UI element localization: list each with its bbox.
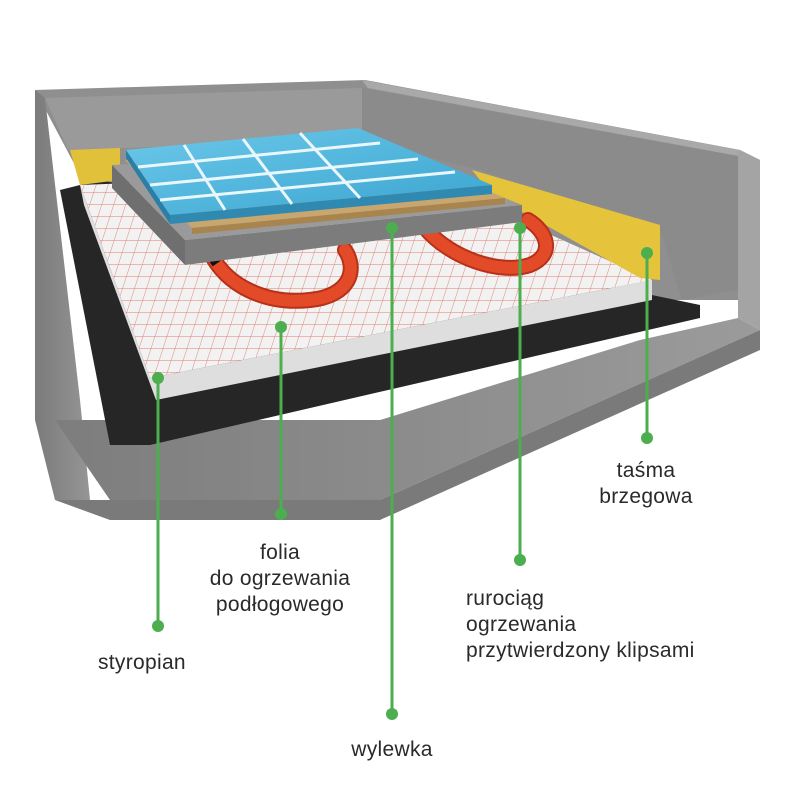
- edge-tape: [70, 148, 660, 280]
- leader-dot-folia-top: [275, 321, 287, 333]
- leader-lines: [152, 222, 653, 720]
- leader-dot-folia-bottom: [275, 508, 287, 520]
- label-wylewka: wylewka: [330, 737, 454, 763]
- leader-dot-tasma-top: [641, 247, 653, 259]
- label-tasma-brzegowa: taśma brzegowa: [580, 458, 712, 510]
- label-rurociag-line1: rurociąg: [466, 587, 545, 610]
- leader-dot-tasma-bottom: [641, 432, 653, 444]
- leader-dot-styropian-bottom: [152, 620, 164, 632]
- label-tasma-line2: brzegowa: [599, 485, 693, 508]
- label-folia: folia do ogrzewania podłogowego: [180, 540, 380, 618]
- label-styropian-line1: styropian: [98, 651, 186, 674]
- leader-dot-wylewka-bottom: [386, 708, 398, 720]
- ceramic-tiles: [126, 128, 492, 224]
- label-rurociag-line3: przytwierdzony klipsami: [466, 639, 695, 662]
- label-folia-line3: podłogowego: [215, 593, 345, 616]
- label-tasma-line1: taśma: [616, 459, 676, 482]
- label-folia-line2: do ogrzewania: [209, 567, 351, 590]
- label-wylewka-line1: wylewka: [351, 738, 433, 761]
- label-rurociag: rurociąg ogrzewania przytwierdzony klips…: [466, 586, 776, 664]
- leader-dot-styropian-top: [152, 372, 164, 384]
- label-rurociag-line2: ogrzewania: [466, 613, 577, 636]
- label-folia-line1: folia: [259, 541, 301, 564]
- leader-dot-wylewka-top: [386, 222, 398, 234]
- label-styropian: styropian: [98, 650, 228, 676]
- leader-dot-rurociag-top: [514, 222, 526, 234]
- leader-dot-rurociag-bottom: [514, 554, 526, 566]
